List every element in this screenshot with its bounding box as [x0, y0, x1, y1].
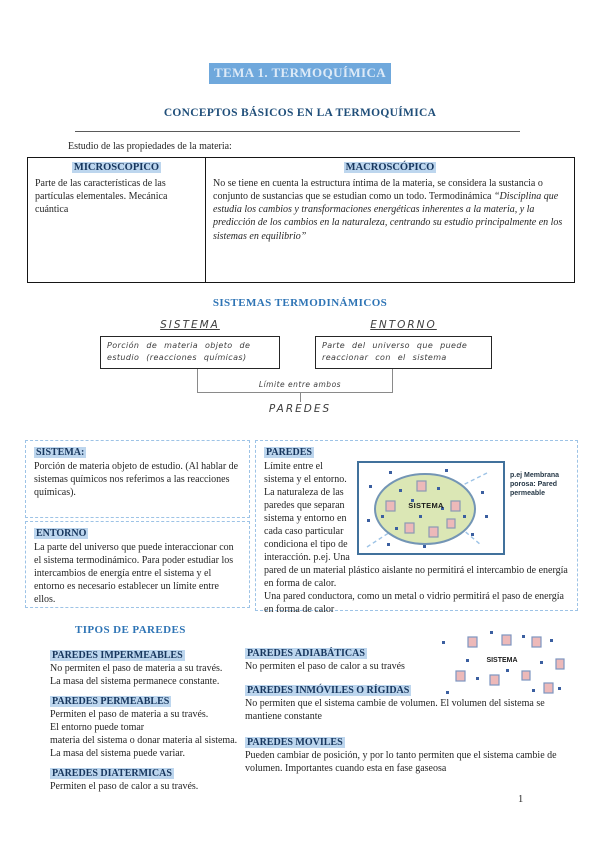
membrane-figure: SISTEMA	[357, 461, 505, 555]
paredes-adiabaticas-heading: PAREDES ADIABÁTICAS	[245, 648, 367, 659]
sistema-definition-heading-row: SISTEMA:	[34, 446, 241, 459]
paredes-moviles-item: PAREDES MOVILES Pueden cambiar de posici…	[245, 737, 575, 775]
paredes-diatermicas-heading: PAREDES DIATERMICAS	[50, 768, 174, 779]
section-title-sistemas: SISTEMAS TERMODINÁMICOS	[212, 297, 388, 309]
paredes-impermeables-body: No permiten el paso de materia a su trav…	[50, 663, 223, 687]
sistema-definition-box: SISTEMA: Porción de materia objeto de es…	[25, 440, 250, 518]
connector-line-left	[197, 369, 198, 392]
entorno-definition-body: La parte del universo que puede interacc…	[34, 542, 234, 605]
paredes-diatermicas-body: Permiten el paso de calor a su través.	[50, 781, 199, 792]
sistema-scatter-figure: SISTEMA	[432, 627, 570, 705]
macro-heading: MACROSCÓPICO	[343, 162, 437, 173]
page-title: TEMA 1. TERMOQUÍMICA	[208, 63, 392, 84]
macro-body-normal: No se tiene en cuenta la estructura ínti…	[213, 177, 543, 203]
paredes-diatermicas-heading-row: PAREDES DIATERMICAS	[50, 768, 246, 779]
connector-line-right	[392, 369, 393, 392]
paredes-paragraph-2: La naturaleza de las paredes que separan…	[264, 487, 568, 589]
micro-body: Parte de las características de las part…	[35, 177, 168, 216]
paredes-definition-heading: PAREDES	[264, 447, 314, 458]
paredes-inmoviles-body: No permiten que el sistema cambie de vol…	[245, 698, 545, 722]
paredes-inmoviles-heading: PAREDES INMÓVILES O RÍGIDAS	[245, 685, 412, 696]
connector-line-horizontal	[197, 392, 393, 393]
paredes-inmoviles-heading-row: PAREDES INMÓVILES O RÍGIDAS	[245, 685, 575, 696]
paredes-impermeables-heading-row: PAREDES IMPERMEABLES	[50, 650, 246, 661]
membrane-figure-drawing	[366, 469, 488, 548]
paredes-paragraph-3: Una pared conductora, como un metal o vi…	[264, 591, 564, 615]
macro-body: No se tiene en cuenta la estructura ínti…	[213, 177, 567, 243]
title-divider	[75, 131, 520, 132]
membrane-annotation: p.ej Membrana porosa: Pared permeable	[510, 472, 560, 498]
limite-label: Límite entre ambos	[258, 380, 342, 389]
page-subtitle: CONCEPTOS BÁSICOS EN LA TERMOQUÍMICA	[163, 107, 437, 119]
paredes-permeables-heading-row: PAREDES PERMEABLES	[50, 696, 246, 707]
paredes-adiabaticas-item: PAREDES ADIABÁTICAS No permiten el paso …	[245, 648, 575, 673]
paredes-definition-heading-row: PAREDES	[264, 446, 569, 459]
macro-body-quote: “Disciplina que estudia los cambios y tr…	[213, 191, 563, 242]
micro-column: MICROSCOPICO Parte de las característica…	[28, 158, 206, 282]
macro-heading-row: MACROSCÓPICO	[213, 161, 567, 175]
entorno-definition-box: ENTORNO La parte del universo que puede …	[25, 521, 250, 608]
macro-column: MACROSCÓPICO No se tiene en cuenta la es…	[206, 158, 574, 282]
flowchart-sistema-box: Porción de materia objeto de estudio (re…	[100, 336, 280, 369]
section-title-tipos: TIPOS DE PAREDES	[75, 624, 186, 636]
paredes-inmoviles-item: PAREDES INMÓVILES O RÍGIDAS No permiten …	[245, 685, 575, 723]
particle-squares	[385, 480, 461, 538]
paredes-diatermicas-item: PAREDES DIATERMICAS Permiten el paso de …	[50, 768, 246, 793]
paredes-impermeables-item: PAREDES IMPERMEABLES No permiten el paso…	[50, 650, 246, 688]
paredes-adiabaticas-body: No permiten el paso de calor a su través	[245, 661, 405, 672]
figure-sistema-label: SISTEMA	[408, 501, 444, 510]
flowchart-paredes-label: PAREDES	[268, 403, 332, 415]
paredes-permeables-item: PAREDES PERMEABLES Permiten el paso de m…	[50, 696, 246, 760]
intro-text: Estudio de las propiedades de la materia…	[68, 141, 232, 152]
micro-heading: MICROSCOPICO	[71, 162, 162, 173]
tipos-left-column: PAREDES IMPERMEABLES No permiten el paso…	[50, 650, 246, 801]
tipos-right-column: PAREDES ADIABÁTICAS No permiten el paso …	[245, 648, 575, 783]
sistema-definition-heading: SISTEMA:	[34, 447, 87, 458]
paredes-definition-box: PAREDES	[255, 440, 578, 615]
flowchart-entorno-box: Parte del universo que puede reaccionar …	[315, 336, 492, 369]
paredes-moviles-heading: PAREDES MOVILES	[245, 737, 345, 748]
title-row: TEMA 1. TERMOQUÍMICA	[0, 63, 600, 84]
paredes-impermeables-heading: PAREDES IMPERMEABLES	[50, 650, 185, 661]
particle-dots	[367, 469, 488, 548]
sistema-scatter-drawing	[442, 631, 565, 694]
scatter-dots	[442, 631, 561, 694]
entorno-definition-heading: ENTORNO	[34, 528, 89, 539]
micro-heading-row: MICROSCOPICO	[35, 161, 198, 175]
comparison-table: MICROSCOPICO Parte de las característica…	[27, 157, 575, 283]
scatter-squares	[455, 634, 565, 694]
paredes-moviles-body: Pueden cambiar de posición, y por lo tan…	[245, 750, 557, 774]
sistema-definition-body: Porción de materia objeto de estudio. (A…	[34, 461, 239, 498]
connector-line-center	[300, 393, 301, 402]
paredes-adiabaticas-heading-row: PAREDES ADIABÁTICAS	[245, 648, 575, 659]
paredes-moviles-heading-row: PAREDES MOVILES	[245, 737, 575, 748]
flowchart-sistema-label: SISTEMA	[160, 319, 220, 331]
paredes-permeables-heading: PAREDES PERMEABLES	[50, 696, 172, 707]
scatter-sistema-label: SISTEMA	[486, 657, 518, 664]
membrane-figure-wrap: SISTEMA p.ej Membrana porosa: Pared perm…	[357, 461, 569, 555]
flowchart-entorno-label: ENTORNO	[370, 319, 437, 331]
paredes-paragraph-1: Límite entre el sistema y el entorno.	[264, 461, 347, 485]
entorno-definition-heading-row: ENTORNO	[34, 527, 241, 540]
paredes-permeables-body: Permiten el paso de materia a su través.…	[50, 709, 238, 759]
page-number: 1	[518, 794, 524, 805]
